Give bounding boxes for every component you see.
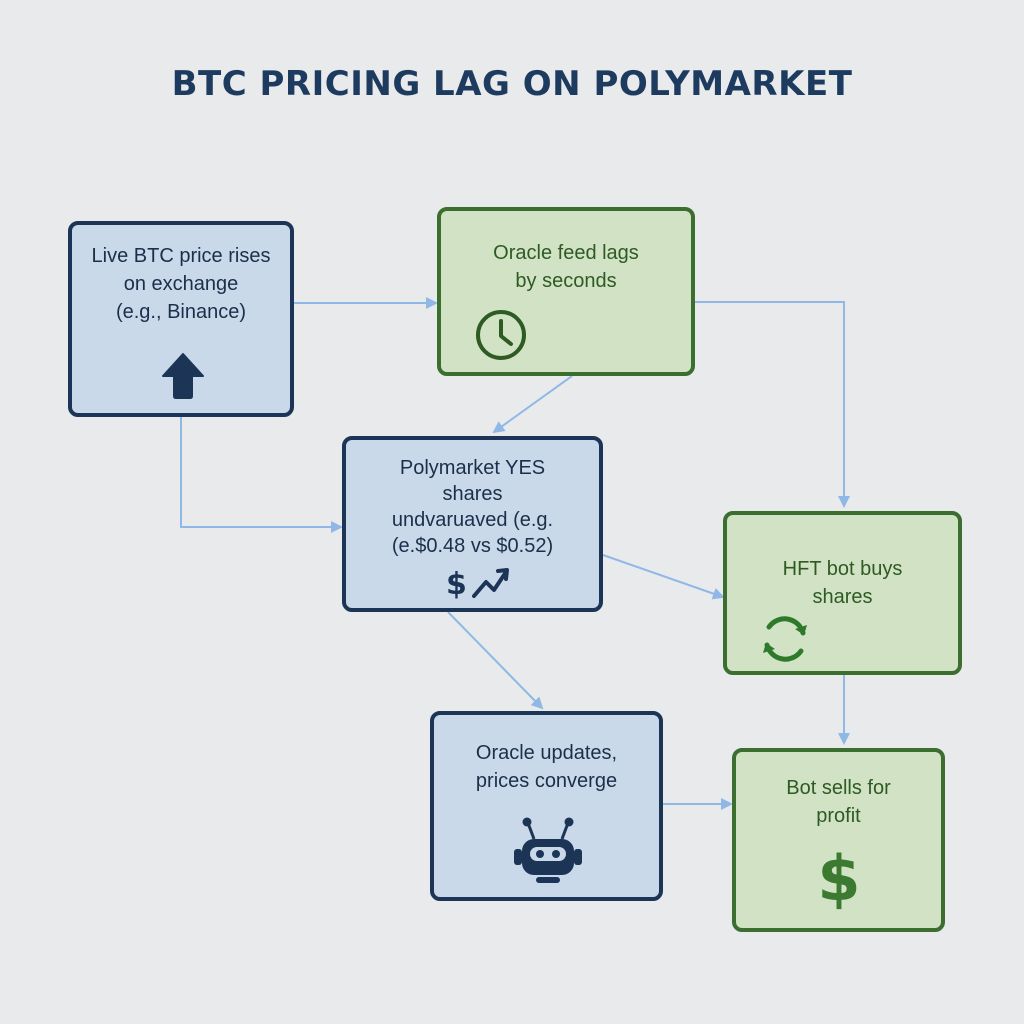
dollar-icon: $	[817, 842, 860, 914]
live-btc-price-node: Live BTC price rises on exchange (e.g., …	[68, 221, 294, 417]
dollar-trend-icon: $	[446, 567, 509, 602]
refresh-icon	[763, 616, 807, 662]
polymarket-shares-label: Polymarket YES shares undvaruaved (e.g. …	[391, 457, 554, 557]
edge-polymarket-shares-to-hft-bot-buys	[602, 554, 725, 600]
bot-sells-node: Bot sells for profit $	[732, 748, 945, 932]
robot-icon	[514, 817, 582, 883]
edge-oracle-feed-lag-to-polymarket-shares	[492, 375, 573, 434]
oracle-feed-lag-label: Oracle feed lags by seconds	[493, 242, 639, 292]
hft-bot-buys-label: HFT bot buys shares	[782, 558, 903, 608]
arrow-up-icon	[162, 353, 204, 399]
edge-live-btc-price-to-polymarket-shares	[180, 417, 343, 533]
diagram-title: BTC PRICING LAG ON POLYMARKET	[171, 64, 853, 104]
edge-oracle-feed-lag-to-hft-bot-buys	[695, 301, 850, 508]
polymarket-shares-node: Polymarket YES shares undvaruaved (e.g. …	[342, 436, 603, 612]
oracle-updates-label: Oracle updates, prices converge	[475, 742, 618, 792]
edge-polymarket-shares-to-oracle-updates	[447, 611, 544, 710]
svg-text:$: $	[817, 842, 860, 914]
svg-text:$: $	[446, 567, 467, 602]
clock-icon	[476, 310, 526, 360]
oracle-updates-node: Oracle updates, prices converge	[430, 711, 663, 901]
bot-sells-label: Bot sells for profit	[786, 777, 891, 827]
hft-bot-buys-node: HFT bot buys shares	[723, 511, 962, 675]
oracle-feed-lag-node: Oracle feed lags by seconds	[437, 207, 695, 376]
live-btc-price-label: Live BTC price rises on exchange (e.g., …	[91, 245, 271, 323]
